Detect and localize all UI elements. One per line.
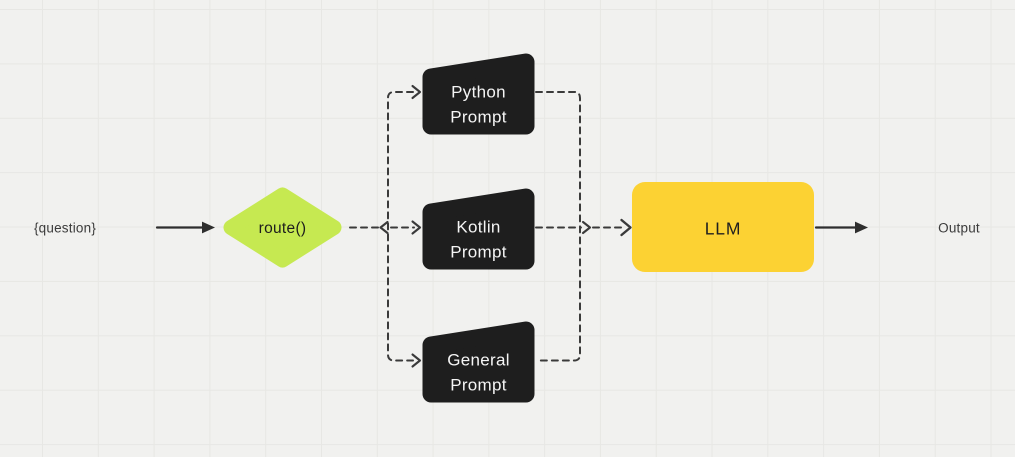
kotlin-prompt-label-line1: Kotlin	[456, 218, 500, 237]
edge-left-bracket	[387, 91, 414, 362]
solid-edge-arrowheads	[202, 221, 868, 234]
dashed-edge-arrowheads	[379, 84, 632, 368]
router-node[interactable]	[223, 187, 342, 268]
output-label: Output	[938, 221, 980, 236]
edge-right-bracket	[535, 91, 581, 362]
dashed-edge-lines	[349, 91, 623, 362]
python-prompt-label-line2: Prompt	[450, 108, 507, 127]
llm-label: LLM	[705, 219, 741, 239]
arrowhead-into-router-icon	[202, 221, 215, 234]
general-prompt-label-line2: Prompt	[450, 376, 507, 395]
kotlin-prompt-node[interactable]	[422, 188, 535, 270]
arrowhead-merge-right-icon	[581, 220, 592, 235]
router-label: route()	[259, 220, 307, 237]
question-label: {question}	[34, 221, 96, 236]
arrowhead-branch-left-icon	[379, 220, 389, 235]
arrowhead-into-general-icon	[411, 353, 422, 368]
llm-node[interactable]	[632, 182, 814, 272]
arrowhead-into-kotlin-icon	[411, 220, 422, 235]
general-prompt-label-line1: General	[447, 351, 510, 370]
python-prompt-node[interactable]	[422, 53, 535, 135]
python-prompt-label-line1: Python	[451, 83, 506, 102]
arrowhead-into-output-icon	[855, 221, 868, 234]
arrowhead-into-llm-icon	[620, 218, 632, 237]
kotlin-prompt-label-line2: Prompt	[450, 243, 507, 262]
arrowhead-into-python-icon	[411, 84, 422, 100]
general-prompt-node[interactable]	[422, 321, 535, 403]
